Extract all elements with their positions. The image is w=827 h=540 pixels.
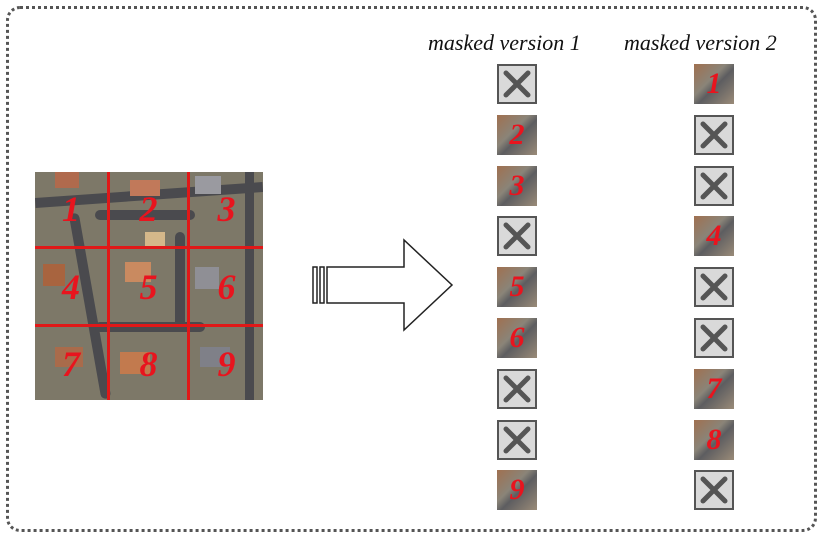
- image-patch-tile: 6: [497, 318, 537, 358]
- patch-texture: [497, 470, 537, 510]
- image-patch-tile: 4: [694, 216, 734, 256]
- masked-tile: [497, 216, 537, 256]
- cross-icon: [700, 273, 728, 301]
- masked-tile: [497, 64, 537, 104]
- patch-texture: [694, 420, 734, 460]
- grid-cell-number: 9: [217, 343, 236, 384]
- cross-icon: [503, 375, 531, 403]
- masked-tile: [694, 267, 734, 307]
- grid-line-vertical: [187, 172, 190, 400]
- grid-line-horizontal: [35, 324, 263, 327]
- patch-number: 6: [509, 321, 525, 354]
- patch-texture: [497, 267, 537, 307]
- patch-number: 4: [706, 219, 722, 252]
- patch-number: 8: [706, 423, 722, 456]
- column-title-version-2: masked version 2: [624, 30, 777, 55]
- grid-cell-number: 3: [217, 189, 236, 229]
- patch-texture: [497, 115, 537, 155]
- grid-line-vertical: [107, 172, 110, 400]
- patch-texture: [694, 64, 734, 104]
- grid-cell-number: 6: [217, 266, 236, 307]
- grid-cell-number: 8: [139, 343, 158, 384]
- grid-cell-1: 1: [35, 172, 107, 246]
- image-patch-tile: 9: [497, 470, 537, 510]
- roof-shape: [125, 262, 151, 282]
- roof-shape: [195, 176, 221, 194]
- cross-icon: [700, 121, 728, 149]
- image-patch-tile: 7: [694, 369, 734, 409]
- right-arrow-icon: [312, 238, 454, 332]
- cross-icon: [503, 222, 531, 250]
- grid-cell-number: 2: [139, 189, 158, 229]
- grid-cell-3: 3: [190, 172, 263, 246]
- masked-tile: [694, 166, 734, 206]
- road-shape: [175, 232, 185, 332]
- grid-cell-8: 8: [110, 327, 187, 400]
- patch-texture: [497, 318, 537, 358]
- roof-shape: [43, 264, 65, 286]
- road-shape: [95, 322, 205, 332]
- image-patch-tile: 8: [694, 420, 734, 460]
- patch-texture: [497, 166, 537, 206]
- grid-cell-number: 1: [62, 189, 80, 229]
- grid-cell-7: 7: [35, 327, 107, 400]
- image-patch-tile: 1: [694, 64, 734, 104]
- patch-number: 7: [706, 372, 722, 405]
- patch-texture: [694, 216, 734, 256]
- cross-icon: [700, 476, 728, 504]
- grid-cell-number: 4: [62, 266, 80, 307]
- roof-shape: [55, 172, 79, 188]
- patch-number: 3: [509, 169, 525, 202]
- grid-cell-9: 9: [190, 327, 263, 400]
- roof-shape: [195, 267, 219, 289]
- masked-tile: [694, 115, 734, 155]
- image-patch-tile: 2: [497, 115, 537, 155]
- roof-shape: [145, 232, 165, 246]
- road-shape: [95, 210, 195, 220]
- patch-number: 9: [509, 473, 525, 506]
- cross-icon: [700, 172, 728, 200]
- roof-shape: [200, 347, 230, 367]
- grid-cell-5: 5: [110, 249, 187, 324]
- roof-shape: [55, 347, 83, 367]
- cross-icon: [503, 70, 531, 98]
- roof-shape: [120, 352, 150, 374]
- grid-cell-number: 7: [62, 343, 80, 384]
- masked-tile: [694, 470, 734, 510]
- roof-shape: [130, 180, 160, 196]
- cross-icon: [700, 324, 728, 352]
- masked-tile: [497, 369, 537, 409]
- cross-icon: [503, 426, 531, 454]
- patch-number: 5: [509, 270, 525, 303]
- grid-line-horizontal: [35, 246, 263, 249]
- image-patch-tile: 5: [497, 267, 537, 307]
- grid-cell-6: 6: [190, 249, 263, 324]
- image-patch-tile: 3: [497, 166, 537, 206]
- patch-number: 2: [509, 118, 525, 151]
- patch-texture: [694, 369, 734, 409]
- road-shape: [245, 172, 254, 400]
- column-title-version-1: masked version 1: [428, 30, 581, 55]
- dotted-frame: [6, 6, 817, 532]
- grid-cell-number: 5: [139, 266, 158, 307]
- grid-cell-2: 2: [110, 172, 187, 246]
- satellite-image-grid: 1 2 3 4 5 6 7 8 9: [35, 172, 263, 400]
- masked-tile: [694, 318, 734, 358]
- patch-number: 1: [706, 67, 722, 100]
- grid-cell-4: 4: [35, 249, 107, 324]
- masked-tile: [497, 420, 537, 460]
